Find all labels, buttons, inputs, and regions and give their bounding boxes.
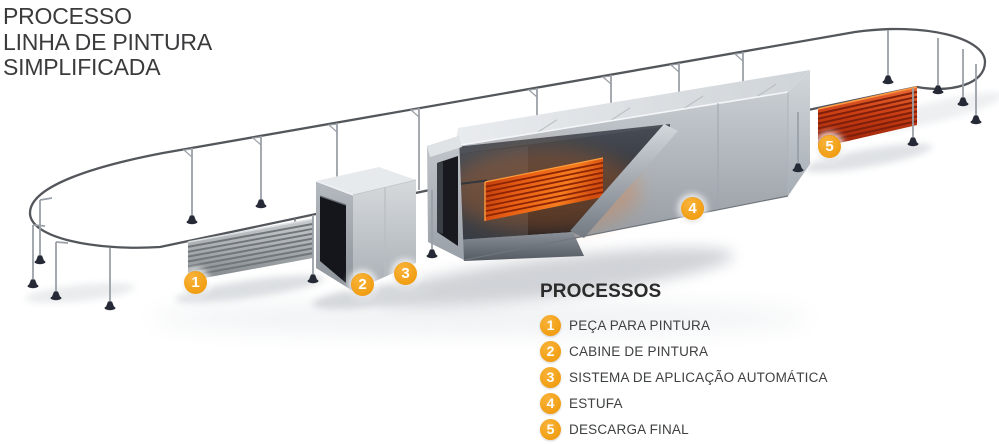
part-panel-unpainted bbox=[187, 218, 314, 281]
title-line-3: SIMPLIFICADA bbox=[3, 54, 161, 80]
diagram-marker-3: 3 bbox=[394, 262, 417, 285]
legend-badge-1: 1 bbox=[540, 314, 561, 336]
oven-glow-panel bbox=[484, 157, 604, 221]
legend-badge-5: 5 bbox=[540, 418, 561, 440]
oven bbox=[427, 70, 810, 261]
legend-label-5: DESCARGA FINAL bbox=[569, 421, 689, 437]
legend-label-1: PEÇA PARA PINTURA bbox=[569, 317, 711, 333]
part-panel-painted bbox=[817, 86, 918, 148]
legend-item: 1 PEÇA PARA PINTURA bbox=[540, 312, 828, 338]
conveyor-post bbox=[426, 190, 438, 259]
legend-label-4: ESTUFA bbox=[569, 395, 623, 411]
conveyor-post bbox=[907, 88, 919, 147]
floor-shadows bbox=[25, 92, 999, 333]
diagram-marker-5: 5 bbox=[818, 135, 841, 158]
legend: PROCESSOS 1 PEÇA PARA PINTURA 2 CABINE D… bbox=[540, 281, 828, 442]
legend-item: 4 ESTUFA bbox=[540, 390, 828, 416]
diagram-marker-1: 1 bbox=[184, 271, 207, 294]
legend-item: 2 CABINE DE PINTURA bbox=[540, 338, 828, 364]
diagram-marker-4: 4 bbox=[681, 197, 704, 220]
conveyor-post bbox=[792, 112, 804, 173]
legend-label-2: CABINE DE PINTURA bbox=[569, 343, 709, 359]
conveyor-posts-left-cap bbox=[32, 197, 111, 308]
title-line-1: PROCESSO bbox=[3, 3, 132, 29]
diagram-marker-2: 2 bbox=[351, 273, 374, 296]
legend-label-3: SISTEMA DE APLICAÇÃO AUTOMÁTICA bbox=[569, 369, 828, 385]
conveyor-rail-loop bbox=[28, 27, 987, 249]
legend-badge-4: 4 bbox=[540, 392, 561, 414]
conveyor-post bbox=[307, 215, 319, 284]
legend-badge-3: 3 bbox=[540, 366, 561, 388]
legend-item: 5 DESCARGA FINAL bbox=[540, 416, 828, 442]
post-feet-back bbox=[186, 199, 267, 225]
title-line-2: LINHA DE PINTURA bbox=[3, 28, 212, 55]
page-title: PROCESSO LINHA DE PINTURA SIMPLIFICADA bbox=[3, 3, 212, 81]
conveyor-posts-right-cap bbox=[887, 30, 977, 122]
legend-badge-2: 2 bbox=[540, 340, 561, 362]
post-feet-left-cap bbox=[27, 255, 116, 311]
post-feet-right-cap bbox=[882, 75, 982, 125]
legend-heading: PROCESSOS bbox=[540, 281, 662, 302]
legend-item: 3 SISTEMA DE APLICAÇÃO AUTOMÁTICA bbox=[540, 364, 828, 390]
